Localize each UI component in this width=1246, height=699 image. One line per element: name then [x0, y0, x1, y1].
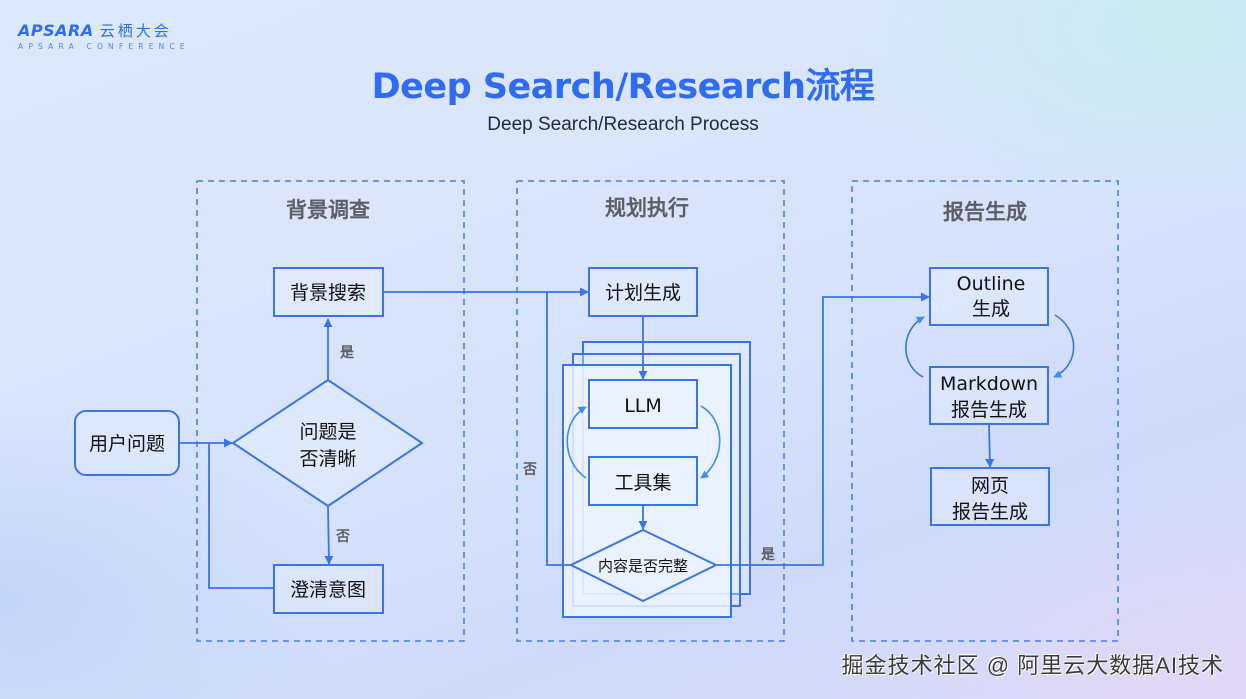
edge-decision-no: [324, 505, 334, 565]
markdown-label-line2: 报告生成: [951, 399, 1027, 421]
background-search-label: 背景搜索: [290, 282, 366, 304]
node-clarify-intent[interactable]: 澄清意图: [273, 564, 384, 614]
watermark: 掘金技术社区 @ 阿里云大数据AI技术: [841, 653, 1224, 678]
logo-subtitle: APSARA CONFERENCE: [18, 42, 190, 51]
section-background-border: [196, 180, 465, 642]
section-report-title: 报告生成: [943, 200, 1027, 224]
section-background: 背景调查: [196, 180, 465, 642]
edge-clarify-loop: [208, 443, 274, 589]
logo-brand: APSARA: [18, 21, 94, 40]
edge-outline-to-markdown-curve: [1053, 314, 1075, 378]
edge-label-complete-yes: 是: [761, 547, 776, 563]
section-background-title: 背景调查: [286, 198, 370, 222]
apsara-logo: APSARA 云栖大会 APSARA CONFERENCE: [18, 20, 190, 51]
section-planning-title: 规划执行: [605, 196, 689, 220]
node-webpage[interactable]: 网页 报告生成: [930, 467, 1050, 526]
edge-complete-yes-to-outline: [716, 292, 930, 566]
background-search-box: [273, 267, 384, 317]
outline-label-line2: 生成: [972, 298, 1010, 320]
llm-box: [588, 379, 698, 429]
plan-generation-label: 计划生成: [605, 282, 681, 304]
section-report: 报告生成: [851, 180, 1119, 642]
is-clear-diamond: [231, 378, 424, 508]
node-is-clear-decision[interactable]: 问题是 否清晰: [231, 378, 424, 508]
toolset-label: 工具集: [614, 472, 671, 494]
node-markdown[interactable]: Markdown 报告生成: [929, 366, 1049, 425]
page-title: Deep Search/Research流程: [371, 67, 875, 107]
page-subtitle: Deep Search/Research Process: [487, 114, 759, 135]
edge-label-clear-no: 否: [335, 529, 350, 545]
llm-label: LLM: [624, 395, 662, 417]
node-user-question[interactable]: 用户问题: [74, 410, 180, 476]
node-is-complete-decision[interactable]: 内容是否完整: [568, 528, 719, 603]
outline-label-line1: Outline: [957, 273, 1026, 295]
plan-generation-box: [588, 267, 698, 317]
user-question-label: 用户问题: [89, 433, 165, 455]
edge-llm-to-toolset-curve: [700, 405, 721, 479]
edge-label-clear-yes: 是: [340, 345, 355, 361]
node-plan-generation[interactable]: 计划生成: [588, 267, 698, 317]
outline-box: [929, 267, 1049, 326]
webpage-box: [930, 467, 1050, 526]
is-clear-label-line2: 否清晰: [299, 448, 356, 470]
node-llm[interactable]: LLM: [588, 379, 698, 429]
node-outline[interactable]: Outline 生成: [929, 267, 1049, 326]
edge-toolset-to-llm-curve: [566, 406, 587, 479]
edge-label-complete-no: 否: [522, 462, 537, 478]
section-report-border: [851, 180, 1119, 642]
is-complete-label: 内容是否完整: [598, 557, 688, 575]
markdown-label-line1: Markdown: [940, 373, 1038, 395]
is-clear-label-line1: 问题是: [299, 421, 356, 443]
edge-markdown-to-outline-curve: [905, 316, 925, 378]
is-complete-diamond: [568, 528, 719, 603]
node-toolset[interactable]: 工具集: [588, 456, 698, 506]
clarify-intent-label: 澄清意图: [290, 579, 366, 601]
logo-brand-cn: 云栖大会: [99, 23, 172, 40]
edge-complete-no-loop: [546, 292, 571, 566]
clarify-intent-box: [273, 564, 384, 614]
toolset-box: [588, 456, 698, 506]
webpage-label-line1: 网页: [971, 475, 1009, 497]
section-planning: 规划执行: [516, 180, 785, 642]
node-background-search[interactable]: 背景搜索: [273, 267, 384, 317]
section-planning-border: [516, 180, 785, 642]
webpage-label-line2: 报告生成: [952, 501, 1028, 523]
edge-markdown-to-webpage: [985, 423, 995, 468]
